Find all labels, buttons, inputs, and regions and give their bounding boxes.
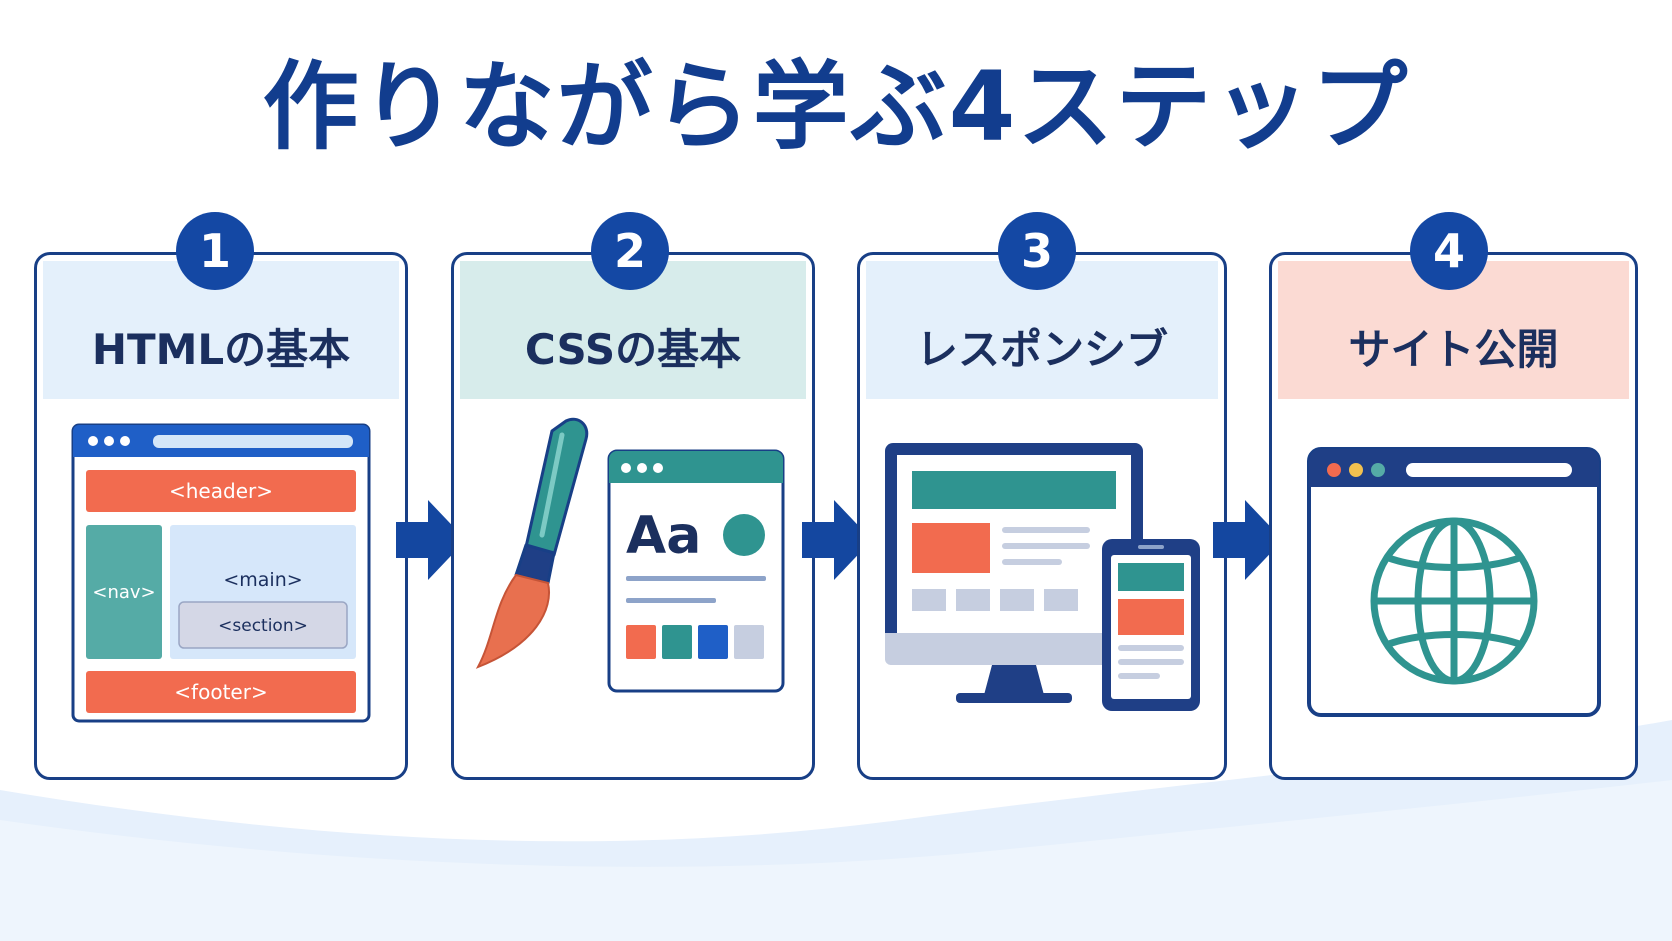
step-3-number-badge: 3 [998,212,1076,290]
smartphone-icon [1102,539,1200,711]
html-layout-icon: <header> <nav> <main> <section> <footer> [71,423,371,723]
step-4-number-badge: 4 [1410,212,1488,290]
arrow-right-icon [1213,500,1283,580]
desktop-and-phone-icon [885,443,1200,711]
step-2-number-badge: 2 [591,212,669,290]
globe-icon [1370,517,1538,685]
tag-header-text: <header> [169,479,273,503]
step-2-label: CSSの基本 [524,324,742,374]
step-4-label: サイト公開 [1348,324,1559,374]
tag-footer-text: <footer> [174,680,267,704]
step-1-card: HTMLの基本 <header> <nav> <main> <section> … [34,252,408,780]
step-3-label: レスポンシブ [915,324,1168,374]
browser-globe-icon [1307,447,1601,717]
arrow-right-icon [396,500,466,580]
arrow-right-icon [802,500,872,580]
tag-section-text: <section> [218,616,308,636]
step-4-card: サイト公開 [1269,252,1638,780]
page-title: 作りながら学ぶ4ステップ [262,51,1410,163]
desktop-monitor-icon [885,443,1143,703]
step-1-label: HTMLの基本 [91,324,351,374]
tag-nav-text: <nav> [92,582,155,603]
paintbrush-design-icon: Aa [475,417,785,693]
step-1-number-badge: 1 [176,212,254,290]
step-3-card: レスポンシブ [857,252,1227,780]
paintbrush-icon [475,417,589,669]
step-1-header: HTMLの基本 [43,261,399,399]
step-2-card: CSSの基本 Aa [451,252,815,780]
font-sample-text: Aa [626,506,701,566]
tag-main-text: <main> [223,569,302,591]
